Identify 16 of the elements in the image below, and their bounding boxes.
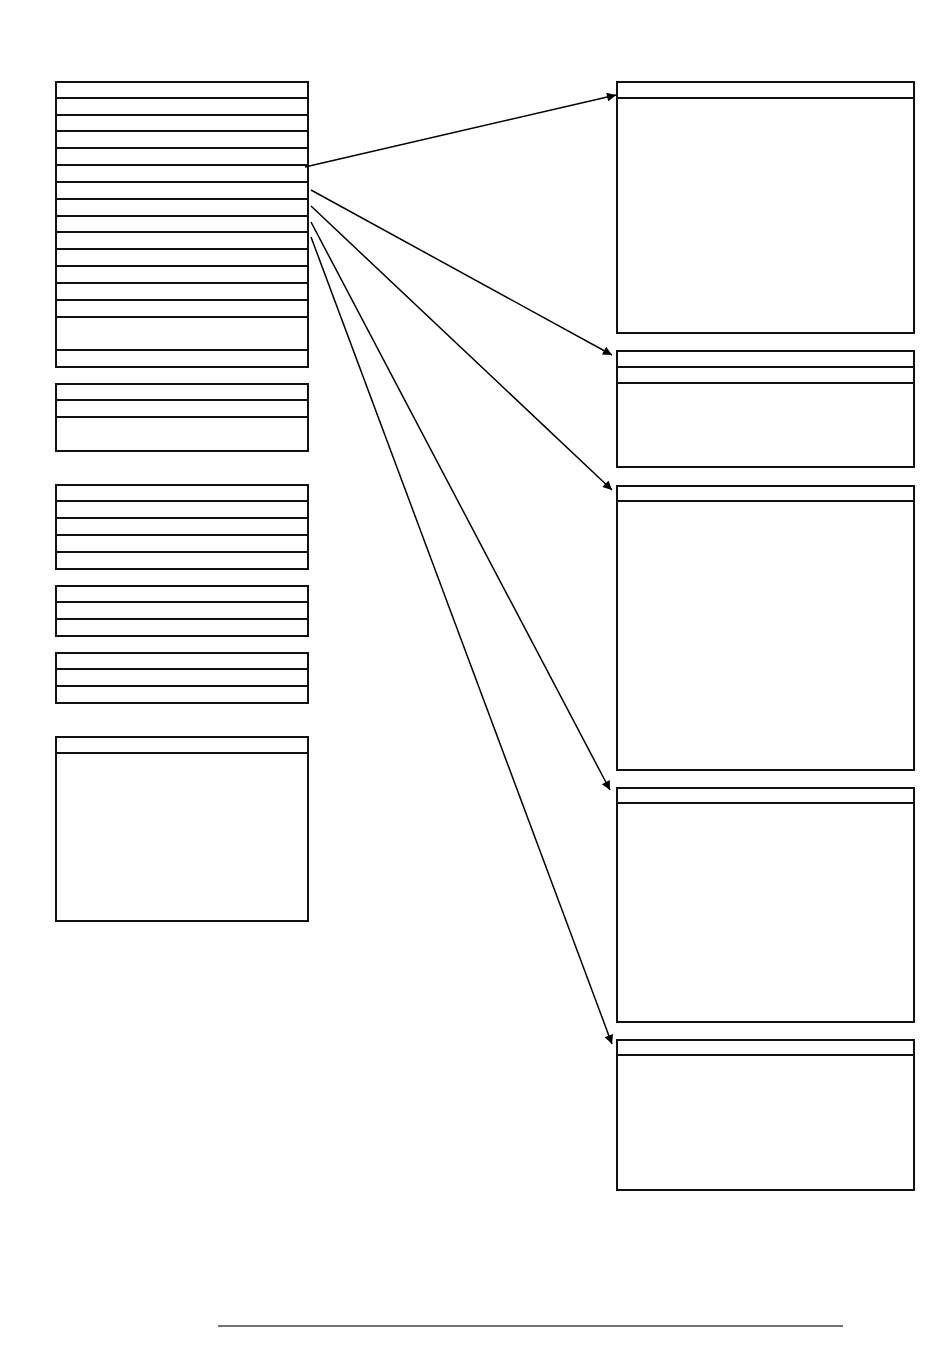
table-box <box>55 585 309 637</box>
table-box <box>55 652 309 704</box>
table-box <box>616 81 915 334</box>
table-box <box>616 485 915 771</box>
arrow <box>310 189 613 356</box>
table-box <box>616 787 915 1023</box>
arrow <box>310 205 613 491</box>
table-box <box>55 81 309 368</box>
table-box <box>55 736 309 922</box>
arrow <box>310 236 614 1045</box>
arrow <box>310 221 611 791</box>
table-box <box>616 350 915 468</box>
table-box <box>55 383 309 452</box>
table-box <box>55 484 309 570</box>
arrow <box>304 92 617 168</box>
table-box <box>616 1039 915 1191</box>
